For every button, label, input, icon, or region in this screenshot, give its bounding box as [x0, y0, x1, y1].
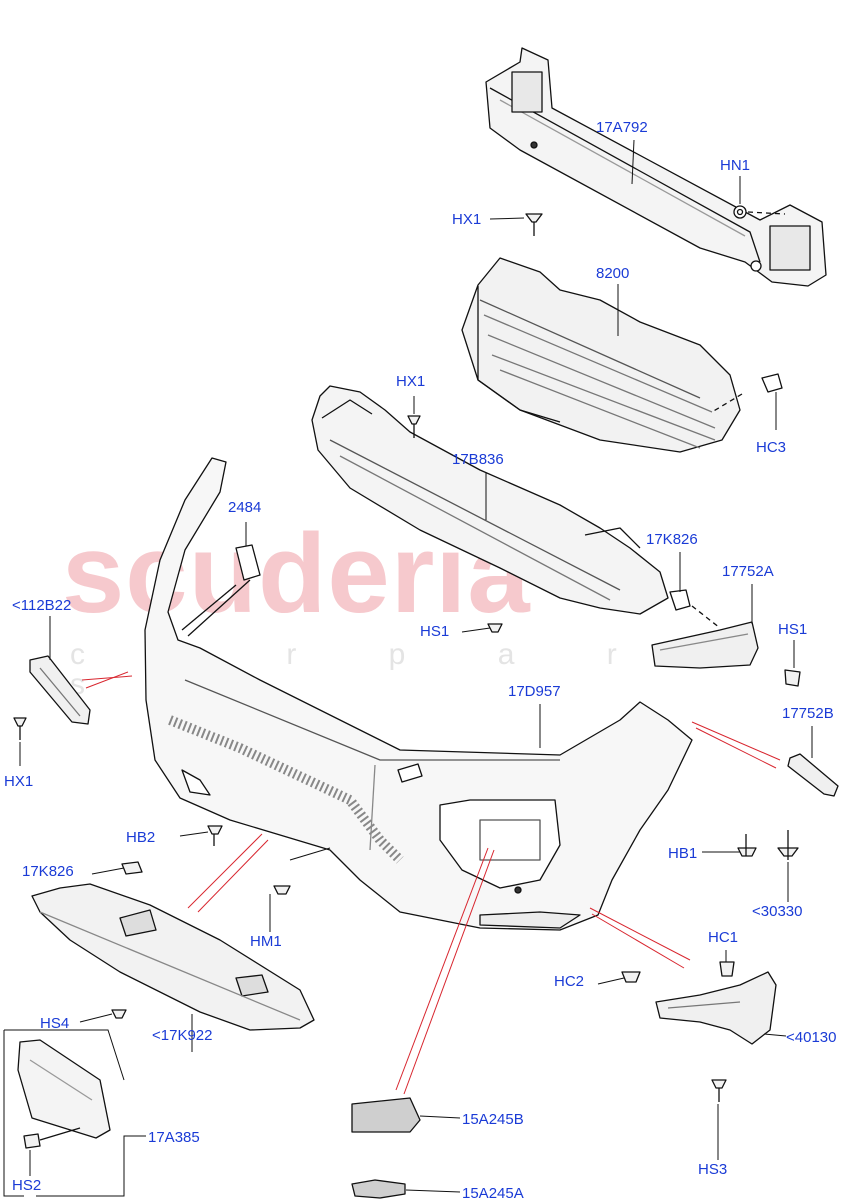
nut-hn1-part: [733, 205, 786, 219]
label-hs4: HS4: [40, 1015, 70, 1032]
label-17k826-left: 17K826: [22, 863, 74, 880]
label-hc2: HC2: [554, 973, 585, 990]
clip-hc3-part: [711, 373, 783, 413]
tow-eye-cover-part: [181, 544, 261, 637]
fasteners: [13, 213, 801, 1149]
guide-lines: [81, 671, 781, 1095]
label-15a245a: 15A245A: [462, 1185, 524, 1202]
side-bracket-left-part: [29, 655, 91, 725]
label-hs2: HS2: [12, 1177, 42, 1194]
label-hx1-mid: HX1: [396, 373, 426, 390]
label-hs1-right: HS1: [778, 621, 808, 638]
label-17a385: 17A385: [148, 1129, 200, 1146]
label-hc1: HC1: [708, 929, 739, 946]
label-hm1: HM1: [250, 933, 282, 950]
label-30330: <30330: [752, 903, 803, 920]
label-hb1: HB1: [668, 845, 698, 862]
bumper-support-part: [311, 385, 669, 615]
label-hs1-mid: HS1: [420, 623, 450, 640]
grille-insert-small-part: [351, 1179, 406, 1199]
bumper-beam-part: [485, 47, 827, 287]
license-plate-bracket-part: [17, 1039, 111, 1139]
undertray-part: [31, 883, 315, 1031]
label-hb2: HB2: [126, 829, 156, 846]
label-hs3: HS3: [698, 1161, 728, 1178]
label-17b836: 17B836: [452, 451, 504, 468]
leader-lines: [3, 139, 813, 1197]
fog-lamp-bezel-upper-part: [651, 621, 759, 669]
fog-lamp-bezel-lower-part: [787, 753, 839, 797]
bracket-17k826-right-part: [669, 589, 721, 629]
label-17a792: 17A792: [596, 119, 648, 136]
bumper-cover-part: [144, 457, 693, 931]
label-40130: <40130: [786, 1029, 837, 1046]
label-112b22: <112B22: [12, 597, 72, 614]
label-17k826-right: 17K826: [646, 531, 698, 548]
label-8200: 8200: [596, 265, 630, 282]
grille-insert-large-part: [351, 1097, 421, 1133]
label-hx1-left: HX1: [4, 773, 34, 790]
label-2484: 2484: [228, 499, 262, 516]
label-17d957: 17D957: [508, 683, 561, 700]
label-17752a: 17752A: [722, 563, 774, 580]
label-hn1: HN1: [720, 157, 751, 174]
label-15a245b: 15A245B: [462, 1111, 524, 1128]
lower-bracket-part: [655, 971, 777, 1045]
label-hx1-top: HX1: [452, 211, 482, 228]
grille-part: [461, 257, 741, 453]
label-hc3: HC3: [756, 439, 787, 456]
label-17752b: 17752B: [782, 705, 834, 722]
label-17k922: <17K922: [152, 1027, 213, 1044]
